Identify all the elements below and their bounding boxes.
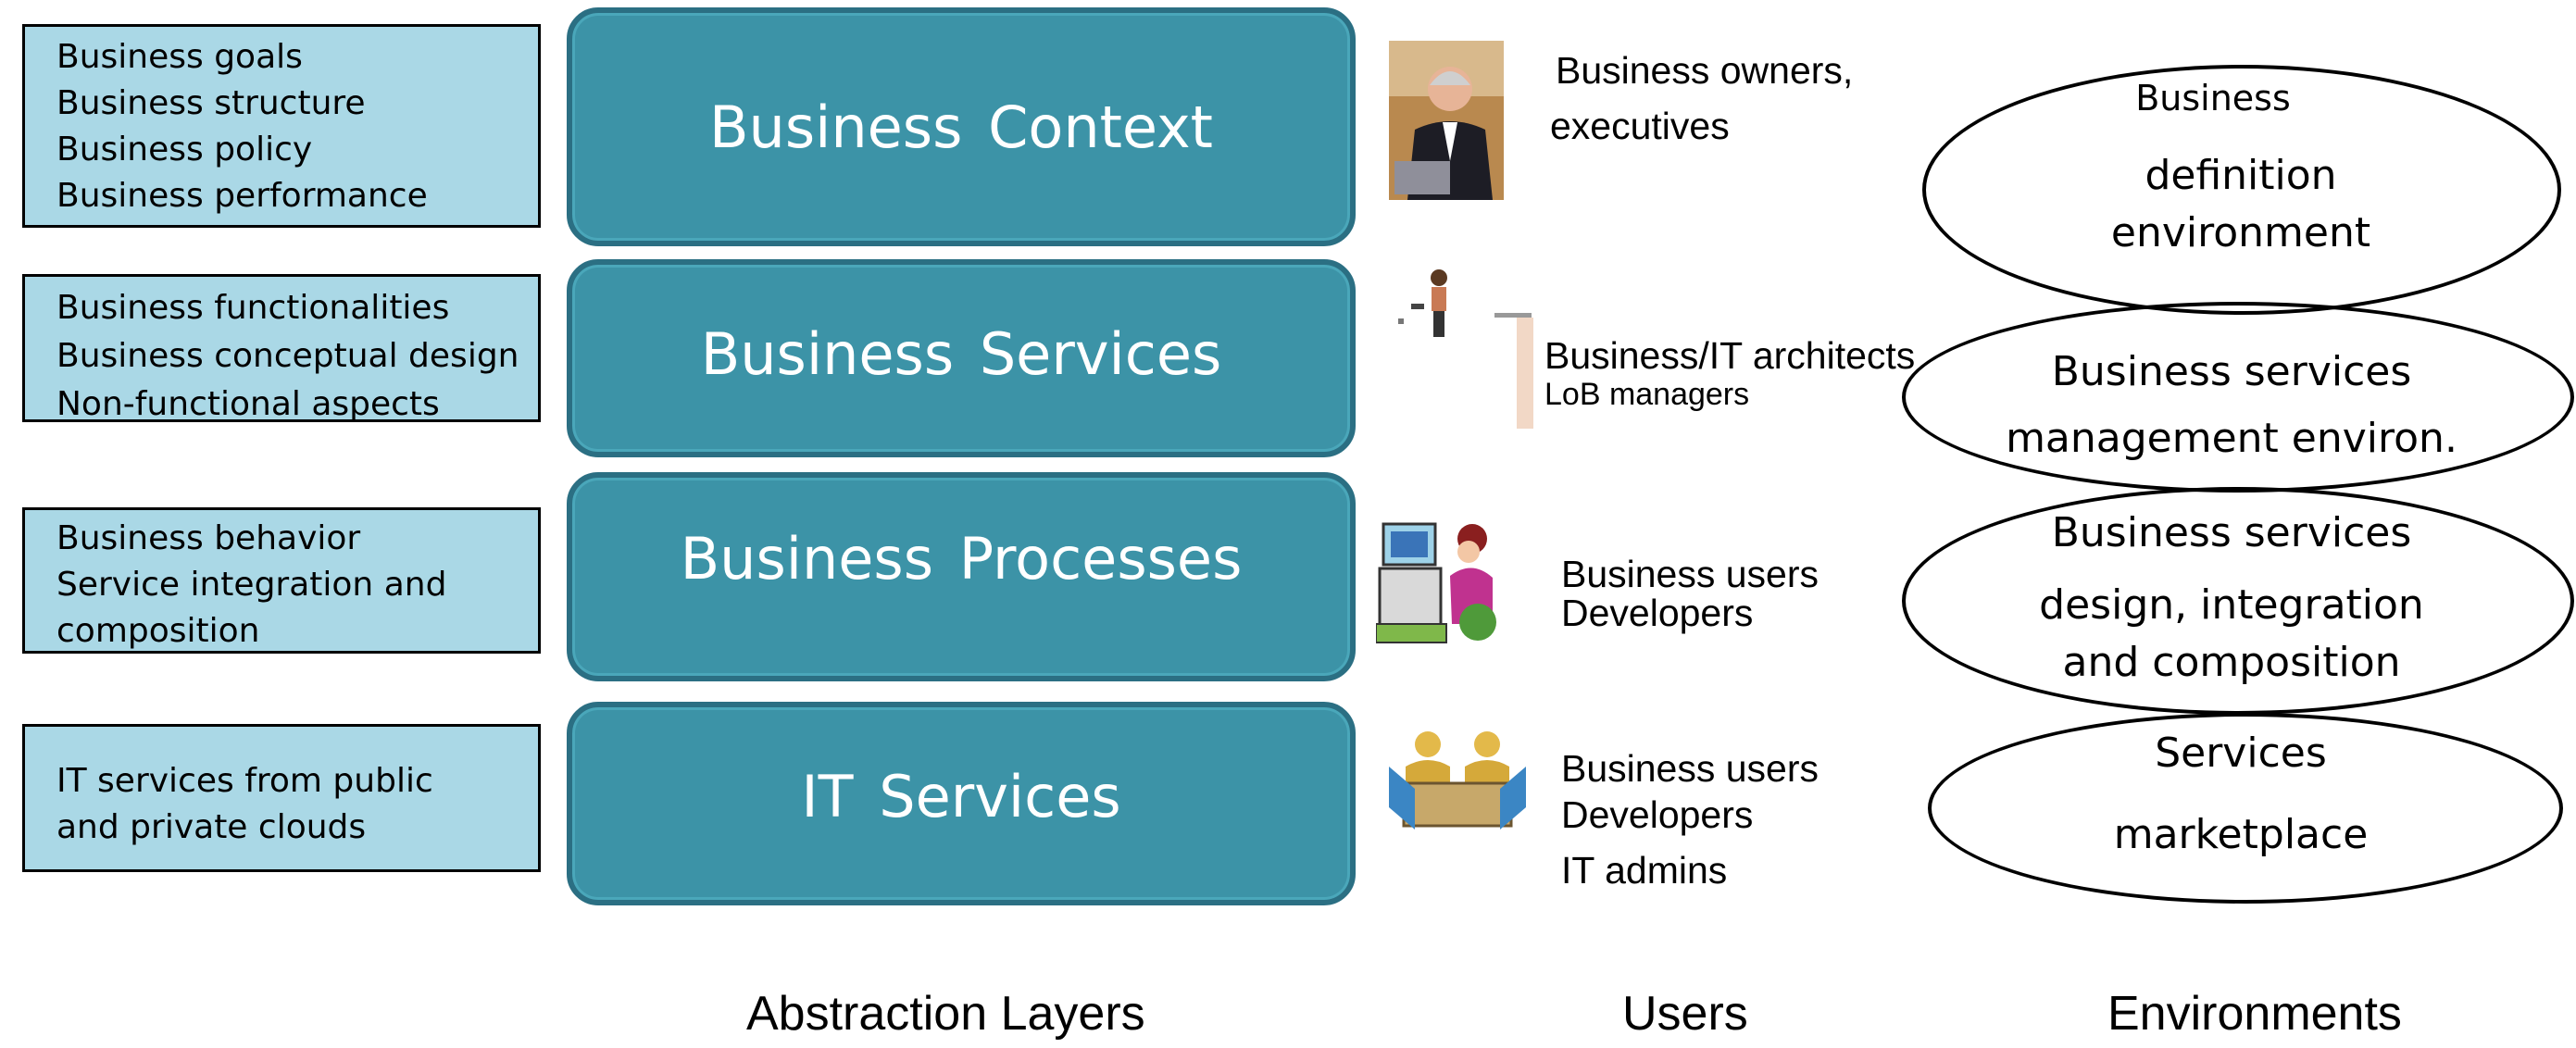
- layer-business-services: Business Services: [567, 259, 1356, 457]
- env-management-line: Business services: [2051, 348, 2412, 395]
- descriptor-line: Business structure: [56, 84, 366, 122]
- descriptor-line: Business functionalities: [56, 289, 450, 327]
- layer-business-context: Business Context: [567, 7, 1356, 246]
- env-management-ellipse: [1902, 302, 2574, 493]
- env-definition-line: Business: [2135, 78, 2291, 119]
- env-design-line: design, integration: [2039, 581, 2424, 629]
- descriptor-line: Service integration and: [56, 566, 447, 604]
- layer-label: Business Services: [700, 319, 1222, 388]
- env-definition-line: definition: [2145, 152, 2337, 199]
- descriptor-business-services: Business functionalities Business concep…: [22, 274, 541, 423]
- descriptor-it-services: IT services from public and private clou…: [22, 724, 541, 872]
- layer-label: IT Services: [801, 762, 1121, 830]
- business-user-computer-icon: [1376, 522, 1496, 643]
- descriptor-line: Business behavior: [56, 519, 361, 557]
- users-it-business-users: Business users: [1561, 747, 1819, 790]
- env-management-line: management environ.: [2006, 415, 2457, 462]
- descriptor-line: composition: [56, 612, 260, 650]
- descriptor-line: and private clouds: [56, 808, 367, 846]
- env-design-line: and composition: [2062, 639, 2401, 686]
- env-marketplace-line: marketplace: [2113, 811, 2369, 858]
- descriptor-line: Non-functional aspects: [56, 385, 440, 423]
- users-business-it-architects: Business/IT architects: [1544, 334, 1916, 377]
- layer-label: Business Context: [709, 93, 1213, 161]
- users-processes-developers: Developers: [1561, 592, 1754, 634]
- users-it-developers: Developers: [1561, 793, 1754, 836]
- layer-label: Business Processes: [680, 524, 1243, 593]
- descriptor-line: Business policy: [56, 131, 313, 168]
- descriptor-line: Business conceptual design: [56, 337, 519, 375]
- env-marketplace-ellipse: [1928, 713, 2563, 904]
- executive-photo-icon: [1389, 41, 1504, 200]
- footer-abstraction-layers: Abstraction Layers: [746, 987, 1145, 1041]
- layer-business-processes: Business Processes: [567, 472, 1356, 681]
- architects-icon: [1398, 269, 1533, 429]
- developers-icon: [1389, 731, 1526, 830]
- users-processes-business-users: Business users: [1561, 553, 1819, 595]
- users-business-owners: Business owners,: [1556, 49, 1854, 92]
- descriptor-business-context: Business goals Business structure Busine…: [22, 24, 541, 228]
- footer-environments: Environments: [2107, 987, 2402, 1041]
- footer-users: Users: [1622, 987, 1748, 1041]
- users-executives: executives: [1550, 105, 1730, 147]
- users-lob-managers: LoB managers: [1544, 377, 1750, 412]
- descriptor-line: IT services from public: [56, 762, 433, 800]
- env-marketplace-line: Services: [2155, 730, 2327, 777]
- users-it-admins: IT admins: [1561, 849, 1728, 892]
- descriptor-line: Business goals: [56, 38, 303, 76]
- descriptor-line: Business performance: [56, 177, 428, 215]
- env-definition-line: environment: [2110, 209, 2371, 256]
- layer-it-services: IT Services: [567, 702, 1356, 905]
- env-design-line: Business services: [2051, 509, 2412, 556]
- descriptor-business-processes: Business behavior Service integration an…: [22, 507, 541, 654]
